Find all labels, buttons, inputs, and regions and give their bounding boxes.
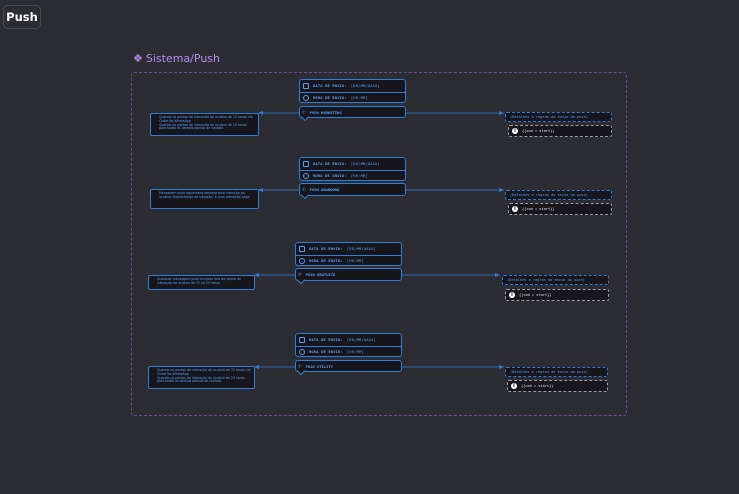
time-label: HORA DE ENVIO: (313, 173, 347, 178)
info-icon: i (511, 383, 517, 389)
time-label: HORA DE ENVIO: (309, 258, 343, 263)
code-field[interactable]: i {{cod = start}} (508, 125, 612, 137)
date-value: [DD/MM/AAAA] (350, 162, 380, 166)
time-value: [HH:MM] (350, 173, 368, 178)
code-text: {{cod = start}} (519, 293, 552, 297)
time-label: HORA DE ENVIO: (313, 95, 347, 100)
calendar-icon (299, 337, 305, 343)
clock-icon (303, 94, 309, 101)
push-description-note: Qualquer mensagem push enviada fora da j… (148, 275, 255, 290)
date-label: DATA DE ENVIO: (309, 338, 343, 342)
date-label: DATA DE ENVIO: (309, 247, 343, 251)
push-rule-field[interactable]: (Detalhes e regras de envio do push) (502, 275, 609, 285)
note-item: Qualquer mensagem push enviada fora da j… (157, 277, 251, 286)
push-type-card[interactable]: ✆ PUSH ABANDONO (299, 183, 406, 196)
calendar-icon (303, 83, 309, 89)
push-description-note: Quando os pontos de interação do usuário… (148, 366, 255, 389)
push-description-note: Mensagem push aguardada deixada pela int… (150, 189, 259, 209)
push-rule-text: (Detalhes e regras de envio do push) (510, 115, 588, 119)
push-icon: ✆ (298, 271, 302, 278)
note-item: Quando os pontos de interação do usuário… (157, 368, 251, 377)
time-value: [HH:MM] (346, 349, 364, 354)
date-label: DATA DE ENVIO: (313, 84, 347, 88)
note-item: Quando os pontos de interação do usuário… (159, 115, 255, 124)
clock-icon (299, 348, 305, 355)
push-rule-field[interactable]: (Detalhes e regras de envio do push) (505, 190, 612, 200)
calendar-icon (303, 161, 309, 167)
push-icon: ✆ (298, 363, 302, 370)
push-type-label: PUSH MARKETING (309, 109, 342, 115)
push-description-note: Quando os pontos de interação do usuário… (150, 113, 259, 136)
push-type-label: PUSH ABANDONO (309, 187, 340, 192)
date-value: [DD/MM/AAAA] (350, 84, 380, 88)
section-title: ❖ Sistema/Push (133, 52, 220, 65)
push-rule-text: (Detalhes e regras de envio do push) (507, 278, 585, 282)
info-icon: i (509, 292, 515, 298)
info-icon: i (512, 206, 518, 212)
push-type-label: PUSH UTILITY (305, 363, 334, 369)
push-type-card[interactable]: ✆ PUSH GRATUITO (295, 268, 402, 281)
code-field[interactable]: i {{cod = start}} (505, 289, 609, 301)
component-icon: ❖ (133, 52, 143, 65)
date-value: [DD/MM/AAAA] (346, 338, 376, 342)
note-item: Quando os pontos de interação do usuário… (159, 123, 255, 132)
section-frame (131, 72, 627, 416)
push-rule-text: (Detalhes e regras de envio do push) (510, 370, 588, 374)
section-title-text: Sistema/Push (145, 52, 221, 65)
push-icon: ✆ (302, 186, 306, 193)
date-value: [DD/MM/AAAA] (346, 247, 376, 251)
send-info-card: DATA DE ENVIO: [DD/MM/AAAA] HORA DE ENVI… (299, 79, 406, 103)
time-label: HORA DE ENVIO: (309, 349, 343, 354)
time-value: [HH:MM] (346, 258, 364, 263)
code-text: {{cod = start}} (522, 207, 555, 211)
push-type-card[interactable]: ✆ PUSH MARKETING (299, 106, 406, 118)
push-rule-field[interactable]: (Detalhes e regras de envio do push) (505, 367, 608, 377)
code-field[interactable]: i {{cod = start}} (507, 380, 608, 392)
push-type-label: PUSH GRATUITO (305, 272, 336, 277)
send-info-card: DATA DE ENVIO: [DD/MM/AAAA] HORA DE ENVI… (299, 157, 406, 181)
push-rule-field[interactable]: (Detalhes e regras de envio do push) (505, 112, 612, 122)
note-item: Mensagem push aguardada deixada pela int… (159, 191, 255, 200)
note-item: Quando os pontos de interação do usuário… (157, 376, 251, 385)
time-value: [HH:MM] (350, 95, 368, 100)
push-type-card[interactable]: ✆ PUSH UTILITY (295, 360, 402, 372)
clock-icon (303, 172, 309, 179)
push-rule-text: (Detalhes e regras de envio do push) (510, 193, 588, 197)
clock-icon (299, 257, 305, 264)
info-icon: i (512, 128, 518, 134)
send-info-card: DATA DE ENVIO: [DD/MM/AAAA] HORA DE ENVI… (295, 333, 402, 357)
code-text: {{cod = start}} (522, 129, 555, 133)
push-icon: ✆ (302, 109, 306, 116)
date-label: DATA DE ENVIO: (313, 162, 347, 166)
code-field[interactable]: i {{cod = start}} (508, 203, 612, 215)
calendar-icon (299, 246, 305, 252)
page-push-button[interactable]: Push (3, 5, 41, 29)
code-text: {{cod = start}} (521, 384, 554, 388)
send-info-card: DATA DE ENVIO: [DD/MM/AAAA] HORA DE ENVI… (295, 242, 402, 266)
